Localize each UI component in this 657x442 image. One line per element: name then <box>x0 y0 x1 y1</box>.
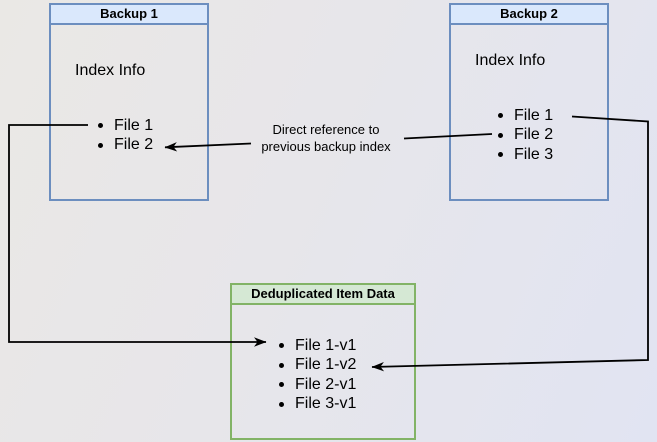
file-label: File 2 <box>114 136 154 154</box>
bullet-icon <box>498 152 503 158</box>
file-version-label: File 1-v1 <box>295 336 357 354</box>
backup1-title: Backup 1 <box>51 5 207 25</box>
backup2-title: Backup 2 <box>451 5 607 25</box>
annotation-line-1: Direct reference to <box>272 122 380 137</box>
file-label: File 2 <box>514 126 554 144</box>
bullet-icon <box>498 113 503 119</box>
file-version-label: File 2-v1 <box>295 375 357 393</box>
dedup-file-list: File 1-v1 File 1-v2 File 2-v1 File 3-v1 <box>279 336 356 414</box>
list-item: File 2-v1 <box>279 375 356 395</box>
backup1-file-list: File 1 File 2 <box>98 116 153 155</box>
file-label: File 1 <box>114 116 154 134</box>
list-item: File 1 <box>98 116 153 136</box>
backup2-index-info-label: Index Info <box>475 52 546 69</box>
backup1-index-info-label: Index Info <box>75 62 146 79</box>
dedup-title: Deduplicated Item Data <box>232 285 414 305</box>
backup1-box: Backup 1 <box>49 3 209 201</box>
backup2-file-list: File 1 File 2 File 3 <box>498 106 553 165</box>
bullet-icon <box>498 132 503 138</box>
file-label: File 3 <box>514 145 554 163</box>
file-version-label: File 3-v1 <box>295 395 357 413</box>
bullet-icon <box>279 343 284 349</box>
list-item: File 2 <box>498 126 553 146</box>
file-label: File 1 <box>514 106 554 124</box>
direct-reference-annotation: Direct reference to previous backup inde… <box>240 122 412 155</box>
list-item: File 3-v1 <box>279 395 356 415</box>
backup2-box: Backup 2 <box>449 3 609 201</box>
bullet-icon <box>98 123 103 129</box>
list-item: File 1 <box>498 106 553 126</box>
list-item: File 1-v1 <box>279 336 356 356</box>
list-item: File 1-v2 <box>279 356 356 376</box>
bullet-icon <box>279 401 284 407</box>
bullet-icon <box>279 382 284 388</box>
list-item: File 3 <box>498 145 553 165</box>
bullet-icon <box>279 362 284 368</box>
file-version-label: File 1-v2 <box>295 356 357 374</box>
list-item: File 2 <box>98 136 153 156</box>
dedup-box: Deduplicated Item Data <box>230 283 416 440</box>
bullet-icon <box>98 142 103 148</box>
annotation-line-2: previous backup index <box>261 138 391 154</box>
